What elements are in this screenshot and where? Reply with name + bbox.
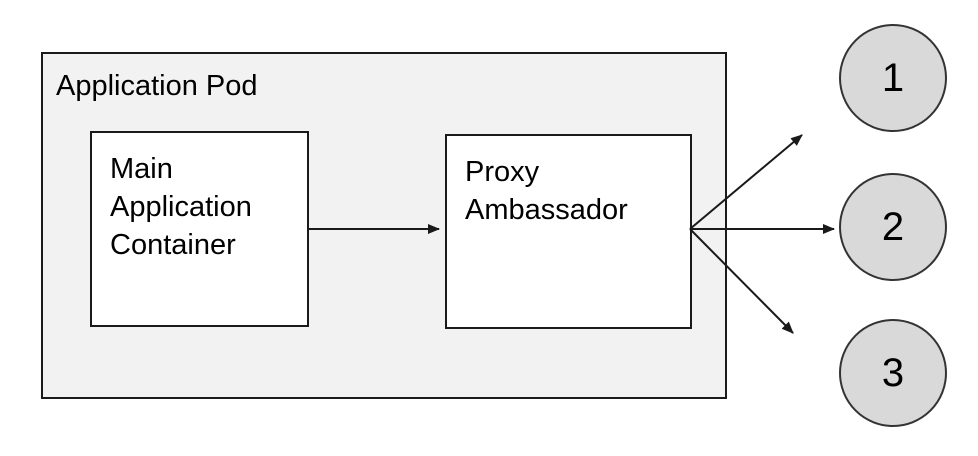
endpoint-circle-1: 1	[839, 24, 947, 132]
endpoint-3-label: 3	[881, 350, 905, 395]
endpoint-circle-2: 2	[839, 173, 947, 281]
endpoint-1-label: 1	[881, 55, 905, 100]
endpoint-2-label: 2	[881, 204, 905, 249]
node-main-application-container: Main Application Container	[90, 131, 309, 327]
endpoint-circle-3: 3	[839, 319, 947, 427]
main-application-container-label: Main Application Container	[110, 153, 252, 261]
node-proxy-ambassador: Proxy Ambassador	[445, 134, 692, 329]
application-pod-box: Application Pod Main Application Contain…	[41, 52, 727, 399]
application-pod-label: Application Pod	[56, 70, 258, 102]
proxy-ambassador-label: Proxy Ambassador	[465, 156, 628, 226]
